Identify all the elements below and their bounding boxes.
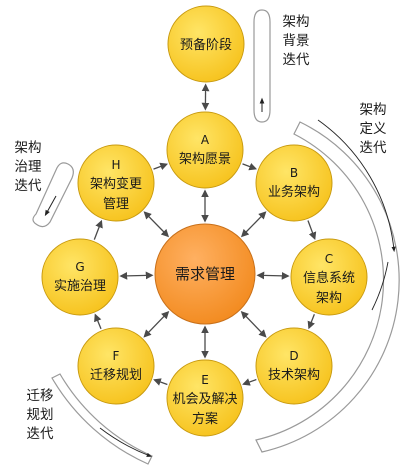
arrow-center-c xyxy=(258,275,288,276)
phase-circle xyxy=(78,328,154,404)
phase-letter: F xyxy=(113,349,120,363)
arrow-center-h xyxy=(145,212,168,236)
iteration-label-line: 架构 xyxy=(15,140,42,156)
phase-node-a: A 架构愿景 xyxy=(167,112,243,188)
iteration-label-line: 迁移 xyxy=(27,388,54,404)
iteration-arrow-definition-lower xyxy=(372,262,388,310)
arrow-center-d xyxy=(242,312,266,336)
arrow-ring-c-d xyxy=(309,314,314,328)
phase-circle xyxy=(256,328,332,404)
phase-label: 机会及解决 xyxy=(172,392,237,407)
iteration-label-line: 架构 xyxy=(283,14,310,30)
phase-label: 实施治理 xyxy=(54,279,106,294)
phase-node-prelim: 预备阶段 xyxy=(168,6,244,82)
phase-label: 架构愿景 xyxy=(179,152,231,167)
phase-letter: B xyxy=(290,166,298,180)
iteration-arrow-governance xyxy=(46,196,56,214)
arrow-ring-g-h xyxy=(94,221,101,239)
phase-node-f: F 迁移规划 xyxy=(78,328,154,404)
phase-letter: A xyxy=(201,133,210,147)
phase-letter: D xyxy=(289,349,298,363)
phase-node-b: B 业务架构 xyxy=(256,145,332,221)
iteration-label-line: 迭代 xyxy=(283,52,310,68)
iteration-label-line: 迭代 xyxy=(360,140,387,156)
phase-node-g: G 实施治理 xyxy=(42,239,118,315)
phase-circle xyxy=(256,145,332,221)
iteration-label-line: 架构 xyxy=(360,102,387,118)
center-node: 需求管理 xyxy=(155,224,255,324)
arrow-center-b xyxy=(242,212,265,236)
arrow-ring-d-e xyxy=(244,380,257,385)
arrow-ring-f-g xyxy=(95,315,101,329)
arrow-ring-a-b xyxy=(243,164,256,169)
iteration-label-line: 迭代 xyxy=(27,426,54,442)
phase-label: 方案 xyxy=(192,411,218,427)
phase-label: 迁移规划 xyxy=(90,368,142,383)
arrow-ring-h-a xyxy=(154,164,167,169)
phase-letter: G xyxy=(75,260,84,274)
phase-label: 信息系统 xyxy=(303,270,355,286)
phase-label: 技术架构 xyxy=(268,368,320,383)
phase-label: 架构 xyxy=(316,291,342,306)
phase-label: 架构变更 xyxy=(90,176,142,192)
iteration-label-line: 迭代 xyxy=(15,178,42,194)
phase-label: 管理 xyxy=(103,197,129,212)
phase-node-d: D 技术架构 xyxy=(256,328,332,404)
arrow-ring-e-f xyxy=(155,380,168,385)
iteration-label-line: 治理 xyxy=(15,159,42,175)
phase-letter: E xyxy=(201,373,209,387)
phase-circle xyxy=(42,239,118,315)
arrow-center-g xyxy=(121,275,152,276)
phase-circle xyxy=(167,112,243,188)
iteration-label-line: 规划 xyxy=(27,407,54,423)
iteration-label-line: 定义 xyxy=(360,121,387,137)
phase-letter: H xyxy=(111,158,120,172)
iteration-label-line: 背景 xyxy=(283,33,310,49)
phase-letter: C xyxy=(325,252,333,266)
phase-label: 业务架构 xyxy=(268,184,320,200)
arrow-center-f xyxy=(145,312,169,336)
center-label: 需求管理 xyxy=(175,265,235,283)
arrow-ring-b-c xyxy=(308,220,315,238)
prelim-label: 预备阶段 xyxy=(180,37,232,53)
